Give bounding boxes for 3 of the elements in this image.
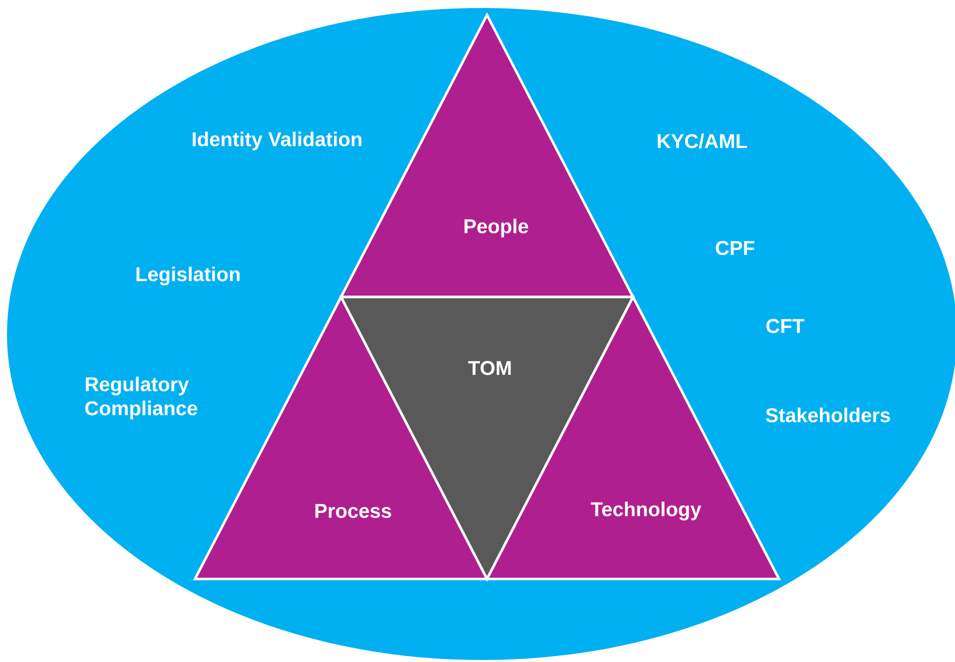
ellipse-label: CPF xyxy=(716,240,754,256)
ellipse-label: Legislation xyxy=(136,266,240,286)
ellipse-label: KYC/AML xyxy=(658,134,747,148)
